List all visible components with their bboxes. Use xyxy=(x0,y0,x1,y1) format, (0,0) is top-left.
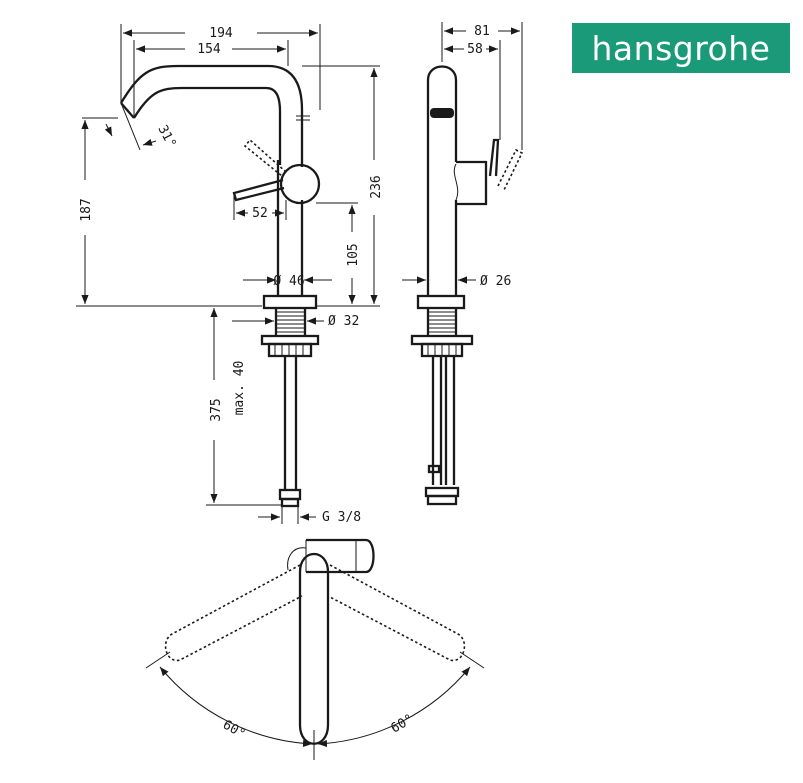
front-view xyxy=(120,64,321,508)
side-view xyxy=(410,65,524,506)
dim-height-lever: 105 xyxy=(346,243,361,266)
dim-height-total: 236 xyxy=(369,175,384,198)
dim-connection: G 3/8 xyxy=(322,510,361,525)
dim-side-depth-total: 81 xyxy=(474,24,490,39)
dim-base-diameter: Ø 46 xyxy=(273,274,304,289)
dim-side-depth-lever: 58 xyxy=(467,42,483,57)
dim-spout-angle: 31° xyxy=(154,123,178,151)
dim-height-spout: 187 xyxy=(79,198,94,221)
hansgrohe-logo: hansgrohe xyxy=(572,23,790,73)
dim-supply-length: 375 xyxy=(209,398,224,421)
top-view: 60° 60° xyxy=(145,538,485,760)
dim-side-diameter: Ø 26 xyxy=(480,274,511,289)
dim-rotation-left: 60° xyxy=(220,717,248,742)
dim-width-total: 194 xyxy=(209,26,233,41)
dim-max-deck: max. 40 xyxy=(232,361,247,416)
side-dimensions: 81 58 Ø 26 xyxy=(402,22,523,289)
aerator xyxy=(430,108,454,118)
logo-text: hansgrohe xyxy=(591,28,771,68)
dim-spout-reach: 154 xyxy=(197,42,221,57)
dim-lever-reach: 52 xyxy=(252,206,268,221)
dim-thread-diameter: Ø 32 xyxy=(328,314,359,329)
front-dimensions: 194 154 31° 187 236 52 105 xyxy=(76,24,384,525)
